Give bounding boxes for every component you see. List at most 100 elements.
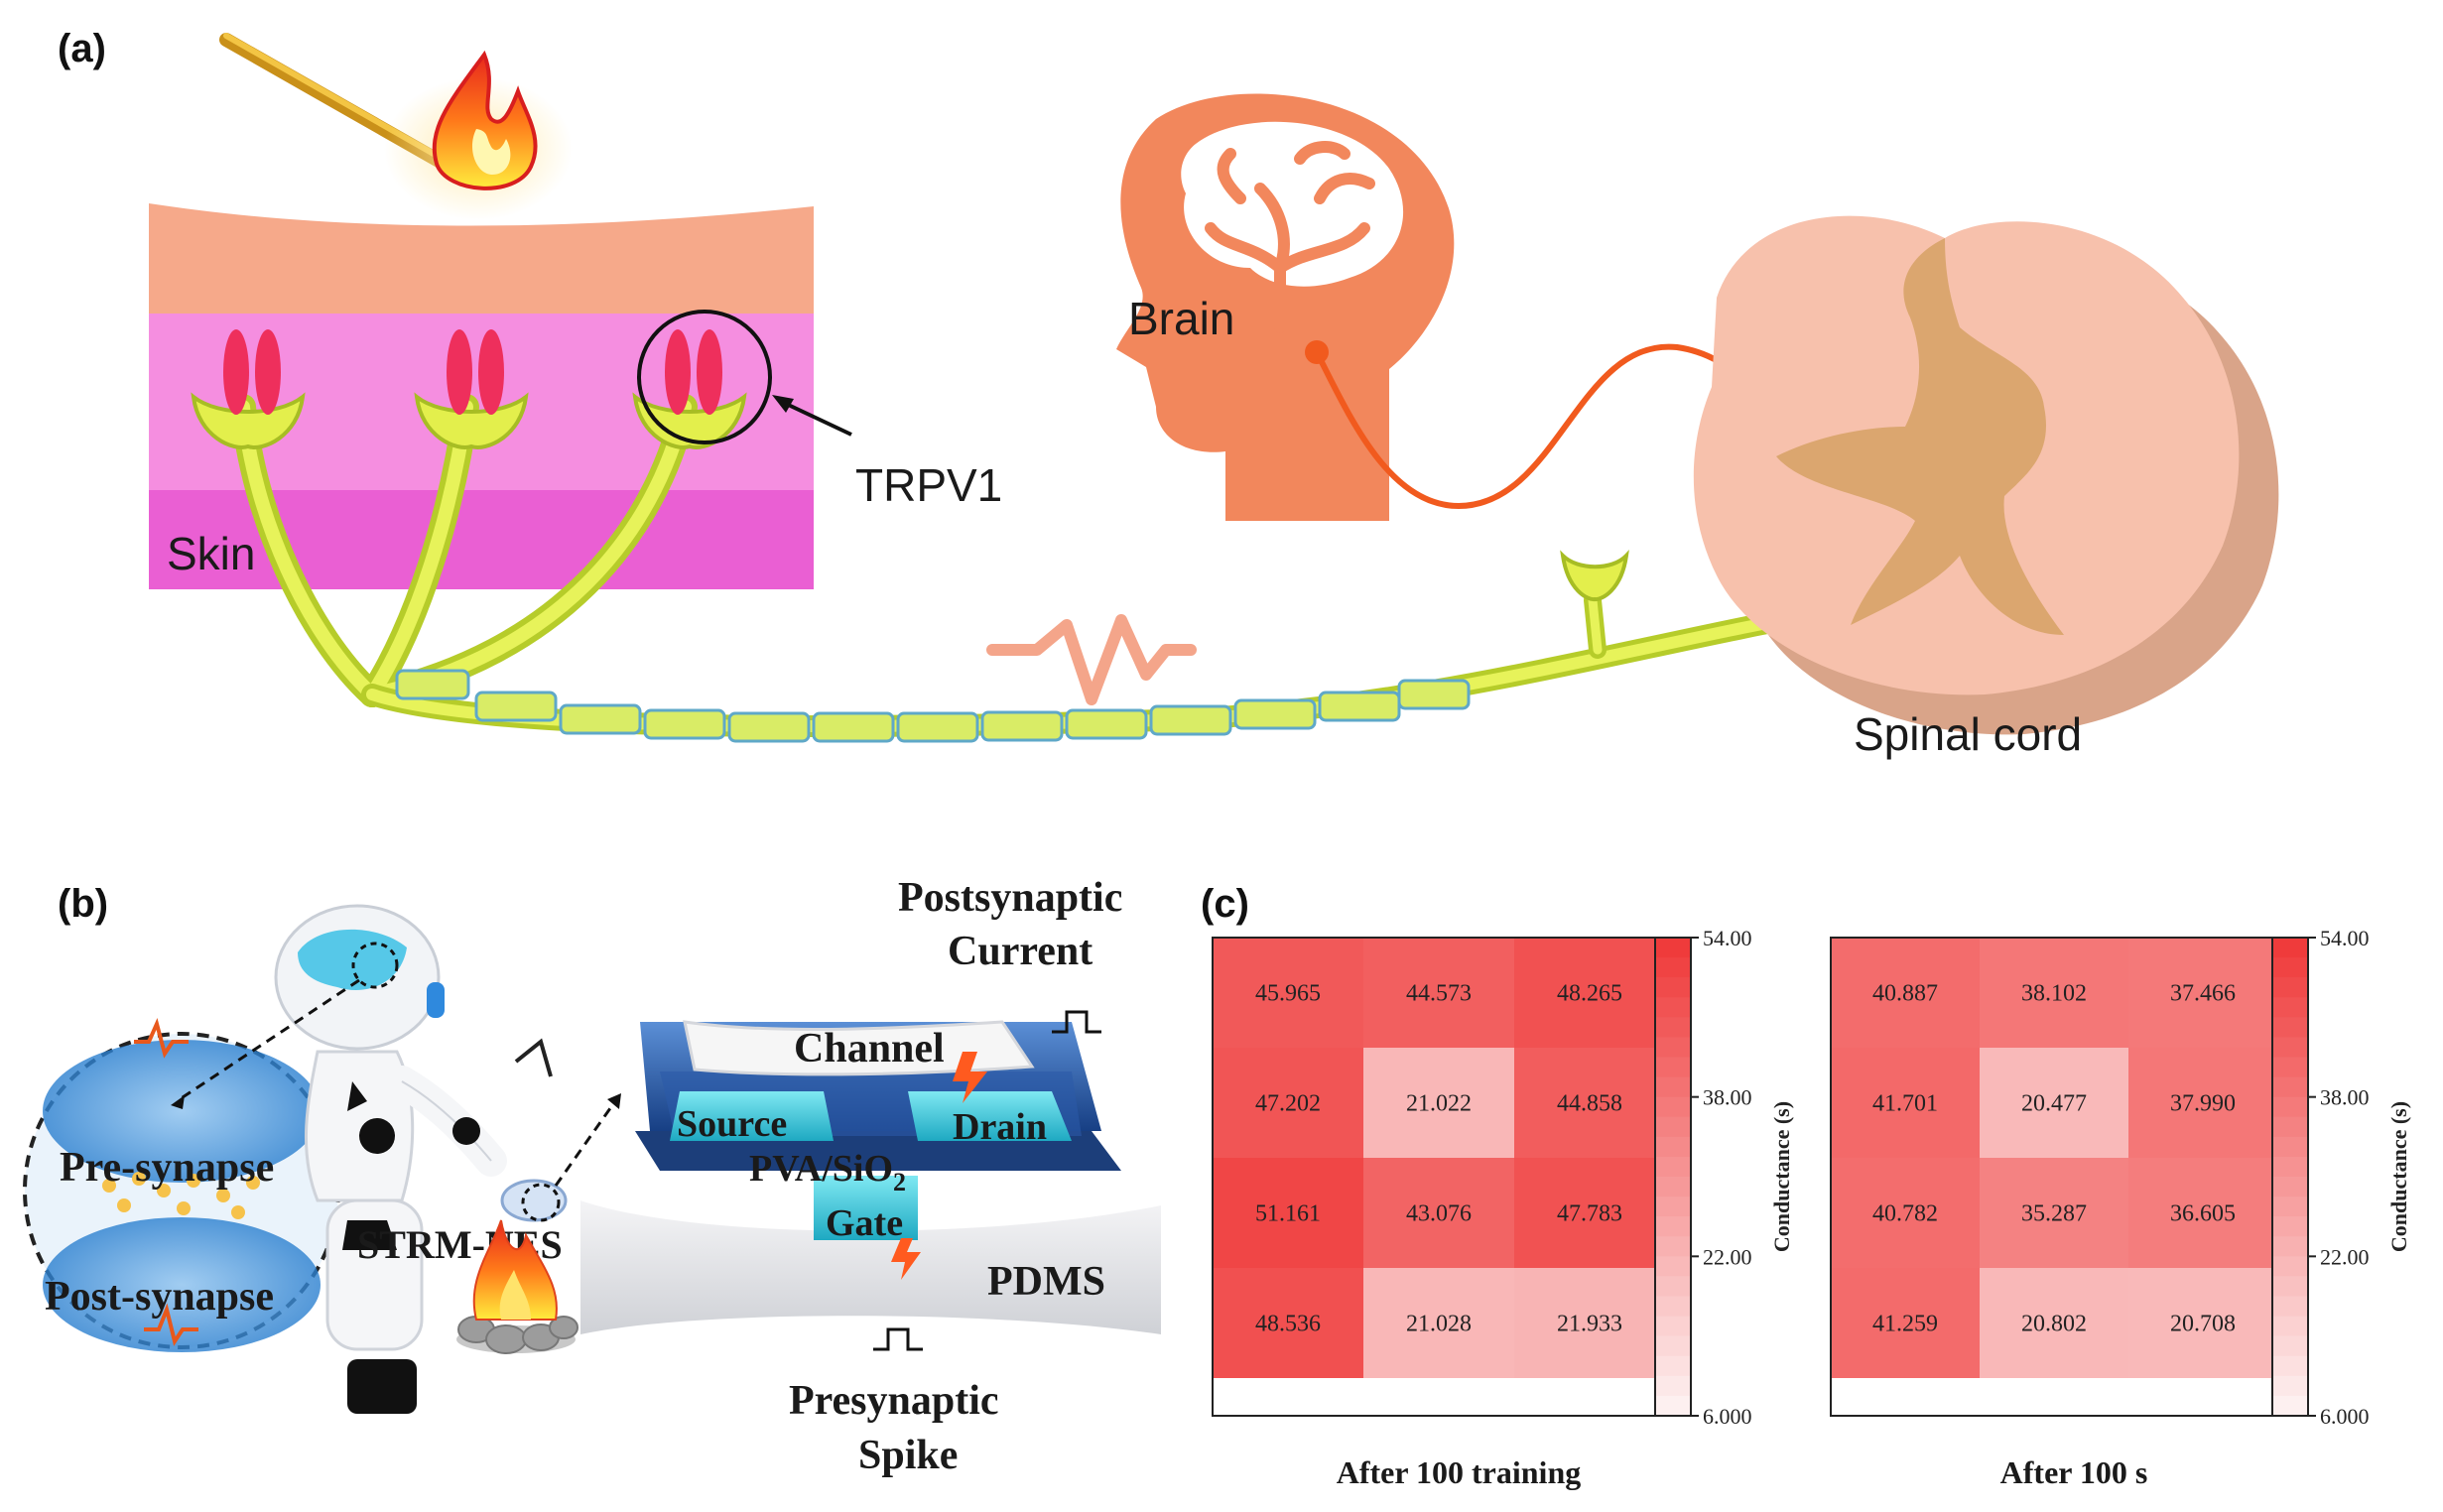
colorbar-step bbox=[1655, 1316, 1691, 1337]
heatmap-cell bbox=[1363, 1268, 1514, 1378]
colorbar-tick-label: 38.00 bbox=[1703, 1085, 1752, 1110]
colorbar-step bbox=[2272, 1375, 2308, 1397]
colorbar-step bbox=[2272, 1395, 2308, 1417]
heatmap-cell-label: 36.605 bbox=[2170, 1201, 2236, 1227]
panel-a-label: (a) bbox=[58, 27, 106, 70]
colorbar-tick-label: 22.00 bbox=[1703, 1244, 1752, 1269]
colorbar-frame bbox=[2271, 937, 2309, 1417]
trpv1-receptors bbox=[223, 329, 722, 415]
heatmap-cell bbox=[1831, 1268, 1980, 1378]
nerve-endings bbox=[191, 392, 1629, 602]
myelin-sheath bbox=[395, 669, 1471, 743]
heatmap-cell bbox=[2128, 1268, 2277, 1378]
presynaptic-spike-label-line1: Presynaptic bbox=[789, 1378, 999, 1424]
colorbar-step bbox=[2272, 1316, 2308, 1337]
drain-label: Drain bbox=[953, 1106, 1047, 1148]
colorbar-tick-label: 6.000 bbox=[2320, 1404, 2370, 1429]
colorbar-step bbox=[1655, 1076, 1691, 1098]
colorbar-step bbox=[1655, 1216, 1691, 1237]
heatmap-cell-label: 21.022 bbox=[1406, 1091, 1472, 1117]
panel-b-label: (b) bbox=[58, 882, 108, 926]
heatmap-cell bbox=[1980, 1048, 2128, 1158]
heatmap-cell-label: 48.536 bbox=[1255, 1312, 1321, 1337]
heatmap-title: After 100 s bbox=[2000, 1454, 2148, 1490]
heatmap-cell bbox=[2128, 1048, 2277, 1158]
colorbar-step bbox=[2272, 1096, 2308, 1118]
colorbar-step bbox=[1655, 1156, 1691, 1178]
panel-c-label: (c) bbox=[1201, 882, 1249, 926]
colorbar-step bbox=[1655, 1177, 1691, 1197]
colorbar-step bbox=[1655, 1355, 1691, 1377]
transistor-device bbox=[580, 1010, 1161, 1351]
heatmap-cell bbox=[1213, 1048, 1363, 1158]
heatmap-cell-label: 45.965 bbox=[1255, 981, 1321, 1007]
colorbar-step bbox=[1655, 1057, 1691, 1078]
heatmap-cell-label: 41.259 bbox=[1872, 1312, 1938, 1337]
colorbar-step bbox=[1655, 1395, 1691, 1417]
colorbar-step bbox=[1655, 1296, 1691, 1318]
arrowhead-icon bbox=[607, 1093, 621, 1109]
myelin-segment bbox=[727, 711, 811, 743]
spinal-cord-icon bbox=[1693, 215, 2279, 735]
channel-label: Channel bbox=[794, 1026, 945, 1071]
colorbar-label: Conductance (s) bbox=[1769, 1101, 1794, 1252]
colorbar-tick-label: 22.00 bbox=[2320, 1244, 2370, 1269]
gate-label: Gate bbox=[826, 1202, 903, 1244]
colorbar-step bbox=[1655, 1037, 1691, 1059]
myelin-segment bbox=[559, 703, 642, 735]
colorbar-step bbox=[2272, 1216, 2308, 1237]
colorbar-step bbox=[1655, 1335, 1691, 1357]
colorbar-step bbox=[1655, 1116, 1691, 1138]
myelin-segment bbox=[812, 711, 895, 743]
colorbar-step bbox=[2272, 1116, 2308, 1138]
presynaptic-spike-label-line2: Spike bbox=[858, 1433, 958, 1478]
myelin-segment bbox=[1397, 679, 1471, 710]
source-label: Source bbox=[677, 1103, 787, 1145]
colorbar-step bbox=[2272, 1236, 2308, 1257]
heatmap-cell-label: 41.701 bbox=[1872, 1091, 1938, 1117]
heatmap-cell bbox=[2128, 1158, 2277, 1268]
heatmap-cell bbox=[1831, 1048, 1980, 1158]
colorbar-step bbox=[1655, 1017, 1691, 1039]
brain-label: Brain bbox=[1128, 293, 1234, 344]
heatmap-cell bbox=[1514, 1268, 1665, 1378]
robot-icon bbox=[274, 904, 568, 1414]
colorbar-step bbox=[1655, 1236, 1691, 1257]
colorbar-frame bbox=[1654, 937, 1692, 1417]
colorbar-step bbox=[2272, 957, 2308, 978]
heatmap-cell bbox=[1980, 938, 2128, 1048]
postsynaptic-current-label-line1: Postsynaptic bbox=[898, 875, 1122, 921]
colorbar-tick-label: 6.000 bbox=[1703, 1404, 1752, 1429]
pdms-label: PDMS bbox=[987, 1259, 1105, 1305]
heatmap-cell bbox=[1363, 938, 1514, 1048]
colorbar-step bbox=[2272, 1017, 2308, 1039]
heatmap-cell bbox=[1831, 1158, 1980, 1268]
heatmap-cell bbox=[1980, 1158, 2128, 1268]
colorbar-tick-label: 54.00 bbox=[1703, 926, 1752, 950]
heatmap-cell bbox=[1213, 1268, 1363, 1378]
spinal-cord-label: Spinal cord bbox=[1854, 708, 2082, 760]
heatmap-cell-label: 37.990 bbox=[2170, 1091, 2236, 1117]
heatmap-cell-label: 48.265 bbox=[1557, 981, 1622, 1007]
colorbar-step bbox=[2272, 1156, 2308, 1178]
postsynaptic-current-label-line2: Current bbox=[948, 929, 1093, 974]
colorbar-step bbox=[1655, 1096, 1691, 1118]
heatmap-cell-label: 37.466 bbox=[2170, 981, 2236, 1007]
heatmap-cell-label: 21.933 bbox=[1557, 1312, 1622, 1337]
colorbar-step bbox=[2272, 1136, 2308, 1158]
colorbar-step bbox=[1655, 997, 1691, 1018]
heatmap-cell-label: 40.782 bbox=[1872, 1201, 1938, 1227]
colorbar-step bbox=[2272, 997, 2308, 1018]
trpv1-arrow bbox=[772, 395, 852, 437]
heatmap-cell bbox=[1514, 1048, 1665, 1158]
colorbar-label: Conductance (s) bbox=[2386, 1101, 2411, 1252]
colorbar: 54.00 38.00 22.00 6.000 Conductance (s) bbox=[1654, 926, 1794, 1429]
myelin-segment bbox=[980, 710, 1064, 742]
myelin-segment bbox=[474, 691, 558, 722]
trpv1-label: TRPV1 bbox=[855, 459, 1002, 511]
heatmap-cell bbox=[1213, 938, 1363, 1048]
